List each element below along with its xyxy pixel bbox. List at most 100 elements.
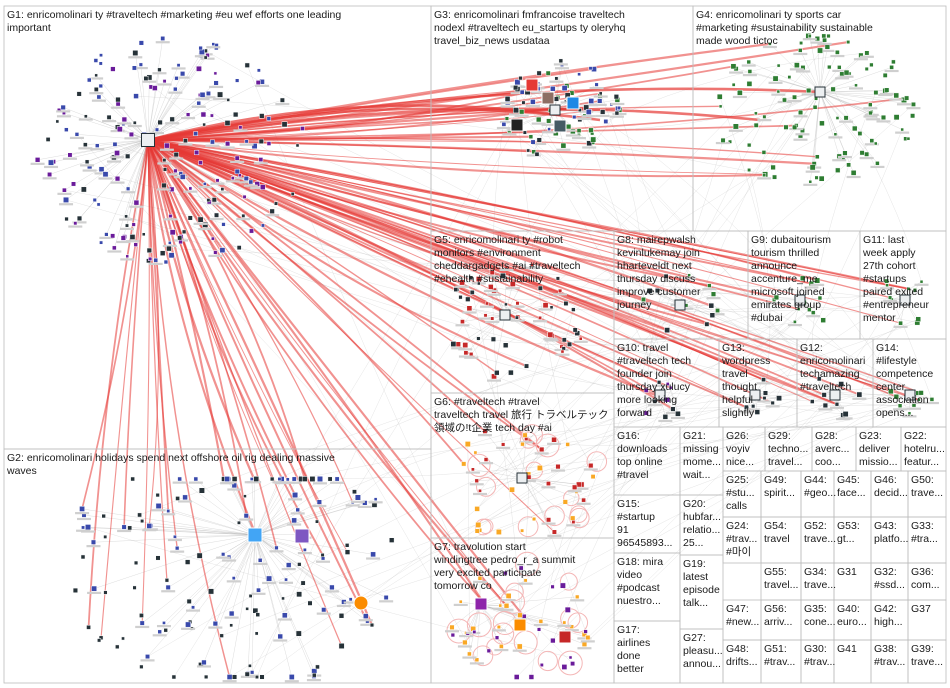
vertex[interactable] bbox=[532, 516, 537, 522]
vertex[interactable] bbox=[753, 122, 759, 128]
vertex[interactable] bbox=[256, 587, 261, 593]
vertex[interactable] bbox=[48, 159, 55, 166]
vertex[interactable] bbox=[162, 167, 168, 172]
vertex[interactable] bbox=[859, 150, 865, 156]
vertex[interactable] bbox=[474, 478, 479, 483]
vertex[interactable] bbox=[242, 194, 247, 199]
vertex[interactable] bbox=[810, 399, 815, 404]
vertex[interactable] bbox=[185, 621, 191, 628]
vertex[interactable] bbox=[462, 342, 469, 348]
vertex[interactable] bbox=[746, 81, 753, 87]
vertex[interactable] bbox=[875, 161, 880, 166]
vertex[interactable] bbox=[731, 82, 736, 87]
vertex[interactable] bbox=[716, 93, 723, 100]
vertex[interactable] bbox=[869, 62, 874, 68]
vertex[interactable] bbox=[185, 112, 191, 117]
hub-vertex[interactable] bbox=[674, 299, 686, 311]
vertex[interactable] bbox=[854, 83, 858, 88]
vertex[interactable] bbox=[585, 109, 592, 115]
vertex[interactable] bbox=[906, 286, 911, 291]
vertex[interactable] bbox=[536, 70, 542, 76]
vertex[interactable] bbox=[817, 295, 823, 301]
vertex[interactable] bbox=[474, 528, 480, 534]
vertex[interactable] bbox=[175, 496, 180, 501]
vertex[interactable] bbox=[577, 72, 581, 77]
vertex[interactable] bbox=[747, 142, 752, 148]
vertex[interactable] bbox=[277, 633, 283, 640]
vertex[interactable] bbox=[80, 554, 86, 560]
vertex[interactable] bbox=[581, 497, 586, 503]
vertex[interactable] bbox=[85, 524, 92, 531]
vertex[interactable] bbox=[551, 529, 557, 535]
vertex[interactable] bbox=[133, 242, 138, 247]
vertex[interactable] bbox=[665, 382, 670, 386]
vertex[interactable] bbox=[290, 192, 295, 196]
vertex[interactable] bbox=[809, 164, 816, 171]
vertex[interactable] bbox=[808, 179, 813, 184]
vertex[interactable] bbox=[183, 138, 188, 144]
vertex[interactable] bbox=[572, 484, 578, 490]
vertex[interactable] bbox=[513, 85, 519, 91]
vertex[interactable] bbox=[148, 256, 153, 261]
vertex[interactable] bbox=[898, 320, 903, 326]
vertex[interactable] bbox=[483, 457, 489, 462]
vertex[interactable] bbox=[762, 114, 767, 119]
vertex[interactable] bbox=[198, 45, 203, 51]
vertex[interactable] bbox=[248, 663, 252, 668]
hub-vertex[interactable] bbox=[499, 309, 511, 321]
vertex[interactable] bbox=[307, 600, 313, 606]
vertex[interactable] bbox=[799, 275, 806, 281]
vertex[interactable] bbox=[464, 441, 471, 448]
vertex[interactable] bbox=[143, 75, 149, 81]
vertex[interactable] bbox=[499, 644, 504, 649]
vertex[interactable] bbox=[212, 620, 219, 627]
vertex[interactable] bbox=[101, 513, 106, 519]
vertex[interactable] bbox=[106, 114, 112, 120]
vertex[interactable] bbox=[234, 155, 240, 161]
vertex[interactable] bbox=[458, 599, 463, 604]
vertex[interactable] bbox=[288, 674, 295, 680]
vertex[interactable] bbox=[530, 99, 536, 105]
vertex[interactable] bbox=[534, 151, 540, 157]
vertex[interactable] bbox=[641, 297, 646, 302]
vertex[interactable] bbox=[181, 229, 187, 234]
vertex[interactable] bbox=[852, 125, 858, 132]
vertex[interactable] bbox=[161, 182, 167, 189]
vertex[interactable] bbox=[751, 404, 756, 409]
vertex[interactable] bbox=[369, 622, 375, 628]
vertex[interactable] bbox=[568, 655, 573, 660]
vertex[interactable] bbox=[363, 613, 369, 619]
vertex[interactable] bbox=[87, 163, 93, 170]
vertex[interactable] bbox=[228, 610, 235, 617]
vertex[interactable] bbox=[138, 40, 144, 46]
vertex[interactable] bbox=[792, 124, 798, 130]
vertex[interactable] bbox=[60, 104, 66, 111]
vertex[interactable] bbox=[570, 661, 576, 667]
vertex[interactable] bbox=[455, 341, 461, 347]
vertex[interactable] bbox=[817, 47, 824, 54]
vertex[interactable] bbox=[762, 390, 769, 396]
vertex[interactable] bbox=[520, 528, 525, 533]
vertex[interactable] bbox=[254, 675, 259, 679]
vertex[interactable] bbox=[816, 376, 822, 382]
vertex[interactable] bbox=[471, 467, 475, 472]
vertex[interactable] bbox=[616, 105, 621, 110]
vertex[interactable] bbox=[173, 534, 177, 539]
vertex[interactable] bbox=[128, 131, 134, 137]
vertex[interactable] bbox=[505, 593, 512, 599]
vertex[interactable] bbox=[810, 310, 816, 315]
vertex[interactable] bbox=[234, 168, 240, 175]
vertex[interactable] bbox=[594, 82, 599, 87]
vertex[interactable] bbox=[835, 116, 840, 120]
vertex[interactable] bbox=[132, 120, 137, 125]
vertex[interactable] bbox=[184, 559, 191, 565]
vertex[interactable] bbox=[503, 603, 510, 609]
vertex[interactable] bbox=[217, 91, 224, 98]
vertex[interactable] bbox=[132, 585, 137, 590]
vertex[interactable] bbox=[539, 663, 544, 667]
vertex[interactable] bbox=[547, 331, 554, 338]
vertex[interactable] bbox=[798, 109, 804, 115]
vertex[interactable] bbox=[115, 644, 120, 649]
vertex[interactable] bbox=[177, 476, 182, 482]
vertex[interactable] bbox=[466, 305, 473, 312]
